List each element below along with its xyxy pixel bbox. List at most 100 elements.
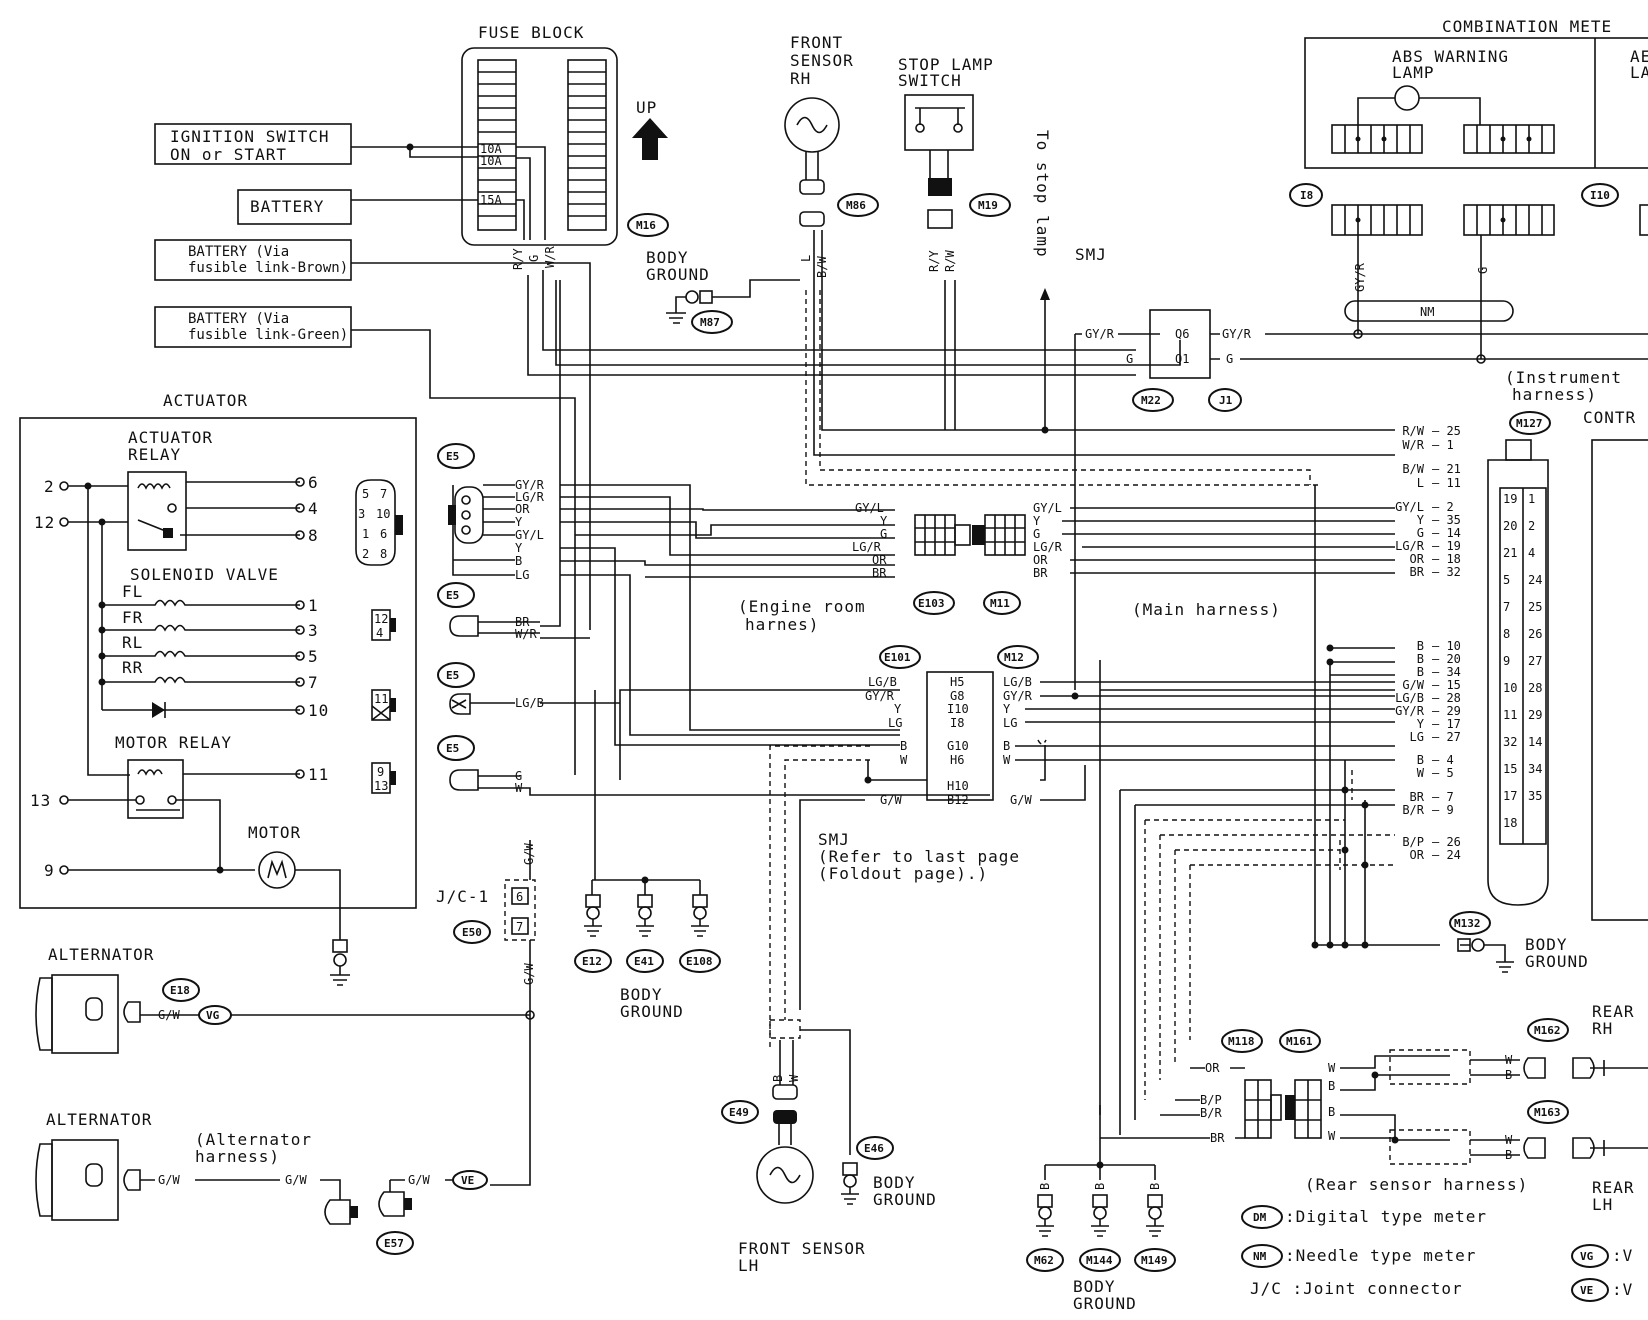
svg-text:E46: E46 [864,1142,884,1155]
svg-text:H10: H10 [947,779,969,793]
m127-cell-number: 18 [1503,816,1517,830]
svg-text:M62: M62 [1034,1254,1054,1267]
connector-m144 [1079,1248,1121,1272]
svg-text:LG/B: LG/B [868,675,897,689]
svg-text:W: W [515,781,523,795]
m127-wire-color: GY/R [1395,704,1425,718]
svg-text:GY/R: GY/R [1353,262,1367,292]
m127-cell-number: 11 [1503,708,1517,722]
m127-pin-number: — 34 [1432,665,1461,679]
svg-text:9: 9 [44,861,55,880]
svg-text:10: 10 [376,507,390,521]
connector-e46 [856,1136,894,1160]
up-arrow-icon [632,118,668,160]
svg-text:GY/R: GY/R [1003,689,1033,703]
svg-text:NM: NM [1420,305,1434,319]
m127-cell-number: 25 [1528,600,1542,614]
svg-text:REAR: REAR [1592,1002,1635,1021]
svg-text:LG/R: LG/R [1033,540,1063,554]
svg-text:B/P: B/P [1200,1093,1222,1107]
m127-cell-number: 17 [1503,789,1517,803]
svg-text:J1: J1 [1219,394,1233,407]
svg-text:4: 4 [308,499,319,518]
svg-text:H6: H6 [950,753,964,767]
svg-text:GY/R: GY/R [1222,327,1252,341]
connector-e49 [721,1100,759,1124]
m127-cell-number: 20 [1503,519,1517,533]
connector-e103 [914,514,971,556]
svg-text:5: 5 [308,647,319,666]
m127-wire-color: R/W [1402,424,1424,438]
svg-text:ALTERNATOR: ALTERNATOR [46,1110,152,1129]
svg-text:RR: RR [122,658,143,677]
svg-text:W: W [787,1074,801,1082]
m127-pin-number: — 17 [1432,717,1461,731]
m127-cell-number: 26 [1528,627,1542,641]
m127-pin-number: — 29 [1432,704,1461,718]
svg-text:BODY: BODY [1073,1277,1116,1296]
svg-text:B: B [1328,1079,1335,1093]
svg-text:LG/B: LG/B [515,696,544,710]
m127-pin-number: — 25 [1432,424,1461,438]
svg-text:GY/R: GY/R [1085,327,1115,341]
svg-text:M87: M87 [700,316,720,329]
svg-text:(Instrument: (Instrument [1505,368,1622,387]
actuator-box [19,417,417,909]
svg-text:(Foldout page).): (Foldout page).) [818,864,988,883]
m127-pin-number: — 19 [1432,539,1461,553]
connector-m118-body [1244,1079,1282,1139]
svg-text:GROUND: GROUND [620,1002,684,1021]
battery-green-box [154,306,352,348]
connector-m11 [972,514,1026,556]
svg-text:LG/R: LG/R [852,540,882,554]
svg-text:Y: Y [1033,514,1041,528]
svg-text:MOTOR RELAY: MOTOR RELAY [115,733,232,752]
svg-text:E41: E41 [634,955,654,968]
m127-wire-color: Y [1417,513,1425,527]
svg-text:OR: OR [515,502,530,516]
svg-text:R/Y: R/Y [511,248,525,270]
front-sensor-lh [756,1019,814,1204]
svg-text:E49: E49 [729,1106,749,1119]
alternator-2 [35,1139,455,1225]
m127-wire-color: W/R [1402,438,1424,452]
connector-i8 [1289,183,1323,207]
svg-text:I10: I10 [1590,189,1610,202]
connectors-i8-i10 [1331,204,1648,236]
svg-text:LG/R: LG/R [515,490,545,504]
fuse-10a-2: 10A [480,154,502,168]
svg-text:W: W [1505,1133,1513,1147]
svg-text:W: W [1003,753,1011,767]
svg-text:FR: FR [122,608,143,627]
svg-text:REAR: REAR [1592,1178,1635,1197]
svg-text:RH: RH [1592,1019,1613,1038]
body-ground-m62-m144-m149 [1036,1194,1164,1237]
svg-text:LH: LH [738,1256,759,1275]
svg-text:3: 3 [308,621,319,640]
svg-text:GROUND: GROUND [873,1190,937,1209]
svg-text:Y: Y [880,514,888,528]
motor [68,851,350,986]
abs-warning-lamp [1331,85,1555,154]
svg-text:ACTUATOR: ACTUATOR [163,391,248,410]
svg-text:BODY: BODY [646,248,689,267]
svg-text:VE: VE [461,1174,474,1187]
svg-text:8: 8 [380,547,387,561]
svg-text:BR: BR [515,615,530,629]
svg-text:E5: E5 [446,669,459,682]
svg-text:M118: M118 [1228,1035,1255,1048]
m127-wire-color: Y [1417,717,1425,731]
svg-text:LG: LG [515,568,529,582]
svg-text::V: :V [1612,1280,1633,1299]
svg-text:AE: AE [1630,47,1648,66]
m127-cell-number: 5 [1503,573,1510,587]
svg-text:Y: Y [1003,702,1011,716]
svg-text:BODY: BODY [620,985,663,1004]
m127-pin-number: — 1 [1432,438,1454,452]
svg-text:12: 12 [34,513,55,532]
svg-text:6: 6 [308,473,319,492]
svg-text:J/C-1: J/C-1 [436,887,489,906]
m127-cell-number: 35 [1528,789,1542,803]
svg-text:GROUND: GROUND [1073,1294,1137,1313]
